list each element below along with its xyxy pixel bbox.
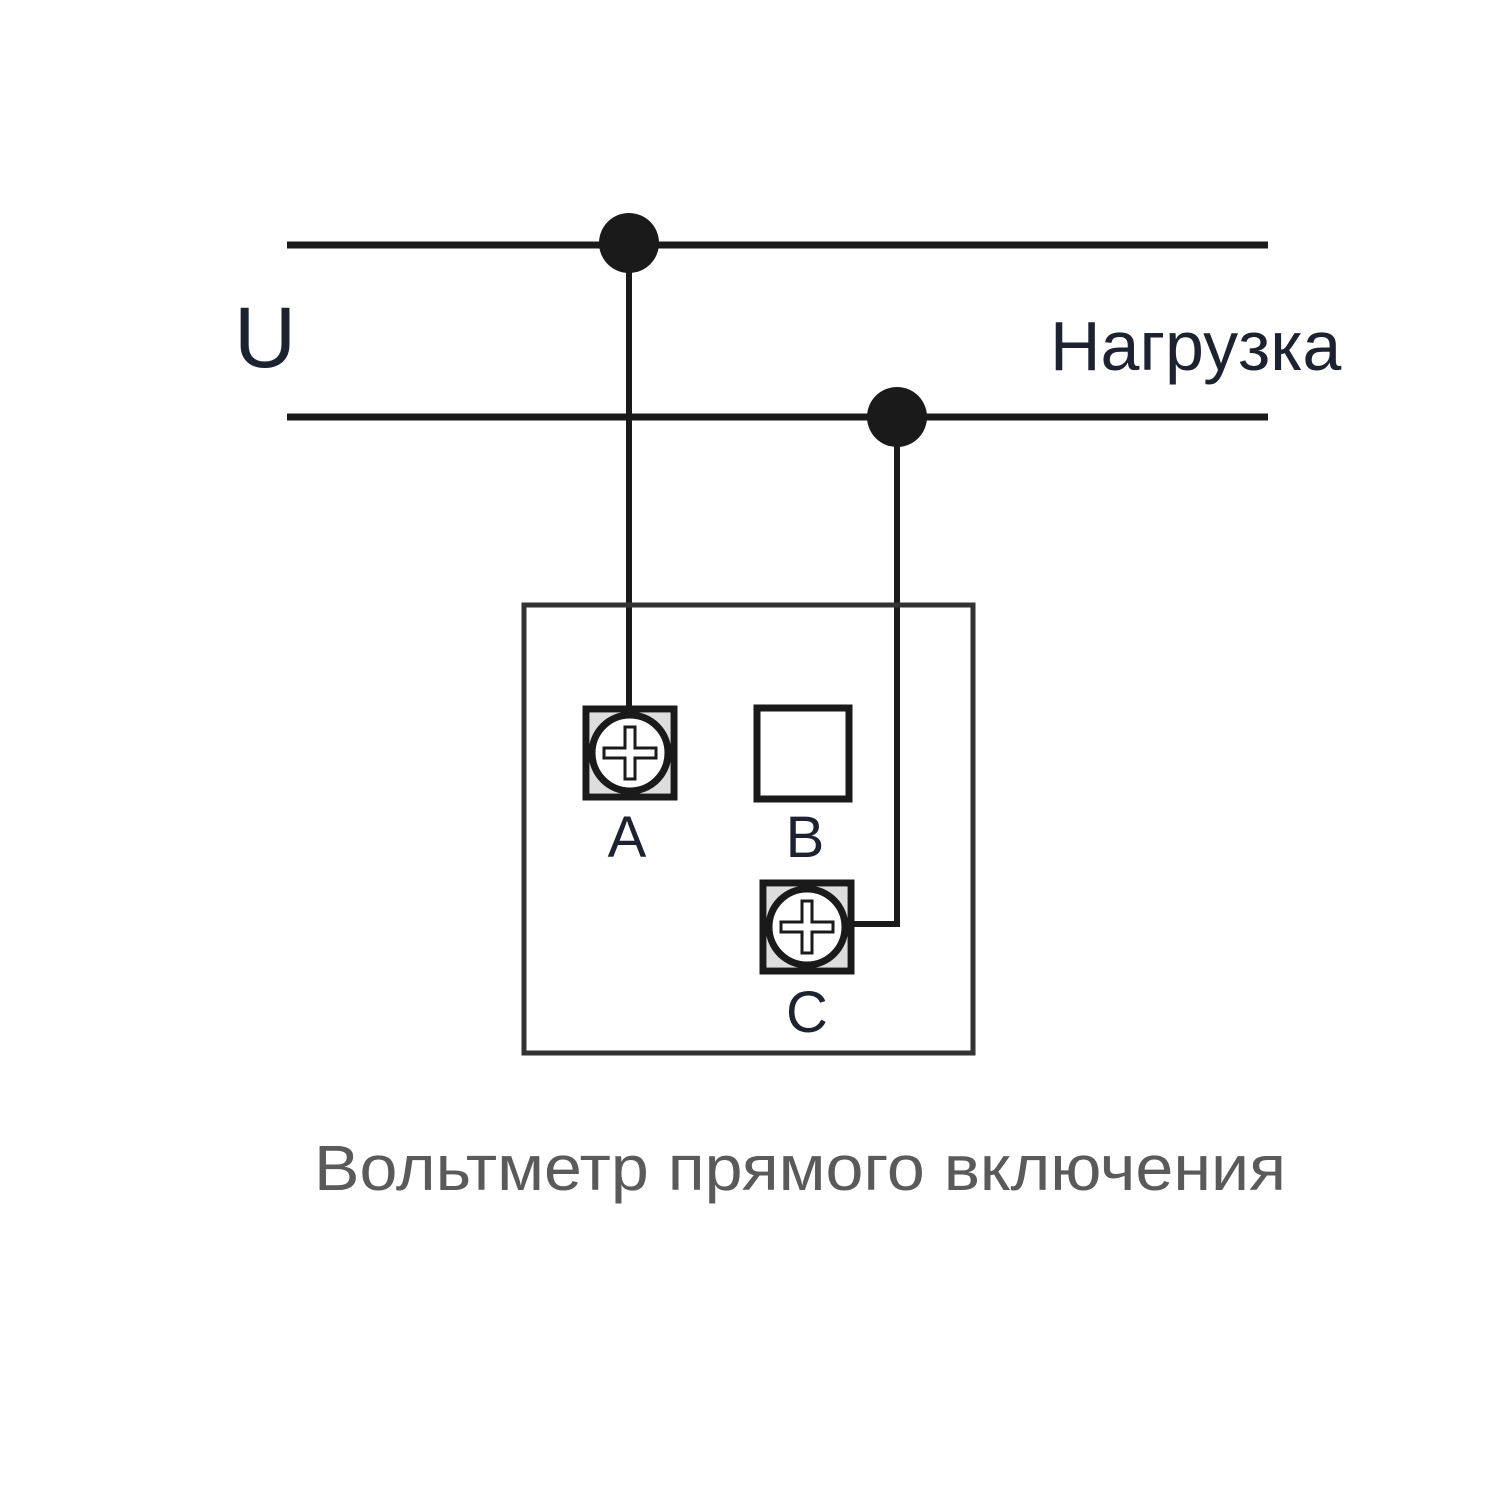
terminal-a-label: A bbox=[608, 805, 647, 870]
terminal-b-empty bbox=[753, 704, 853, 803]
voltage-label: U bbox=[234, 290, 296, 386]
load-label: Нагрузка bbox=[1050, 307, 1341, 385]
terminal-a-screw-icon bbox=[586, 709, 674, 797]
junction-dot-top bbox=[599, 213, 659, 273]
terminal-c-label: C bbox=[786, 980, 828, 1045]
terminal-c-screw-icon bbox=[763, 883, 851, 971]
junction-dot-bottom bbox=[867, 387, 927, 447]
diagram-caption: Вольтметр прямого включения bbox=[314, 1132, 1286, 1204]
wire-to-terminal-c bbox=[850, 417, 900, 927]
terminal-b-label: B bbox=[786, 805, 825, 870]
voltmeter-box bbox=[521, 602, 976, 1056]
